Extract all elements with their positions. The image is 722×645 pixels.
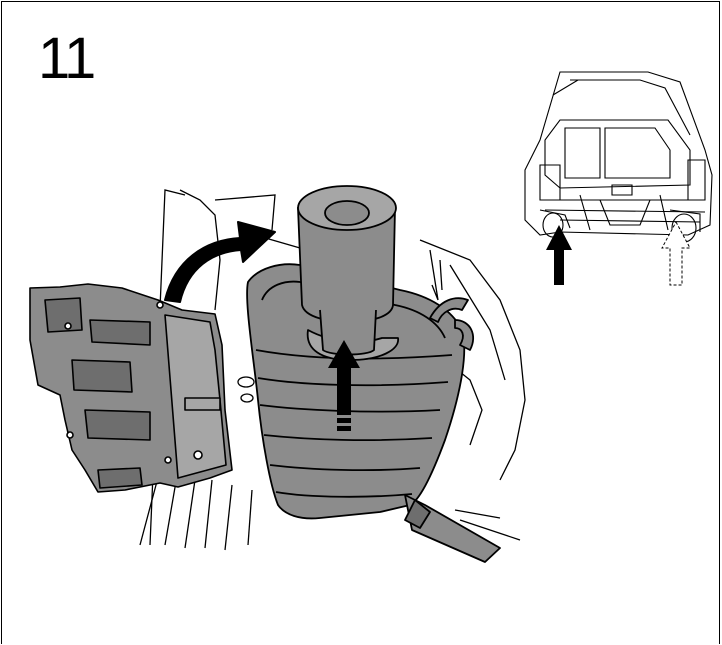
exhaust-pipe [297, 185, 397, 356]
muffler [246, 263, 501, 563]
vehicle-underbody-lines [139, 189, 526, 551]
up-arrow-icon [328, 340, 360, 431]
vehicle-rear-inset [524, 71, 713, 243]
dashed-up-arrow-icon [661, 220, 691, 286]
step-number: 11 [38, 26, 96, 91]
curved-arrow-icon [164, 221, 276, 303]
heat-shield-panel [29, 283, 233, 493]
inset-up-arrow-icon [546, 225, 572, 285]
